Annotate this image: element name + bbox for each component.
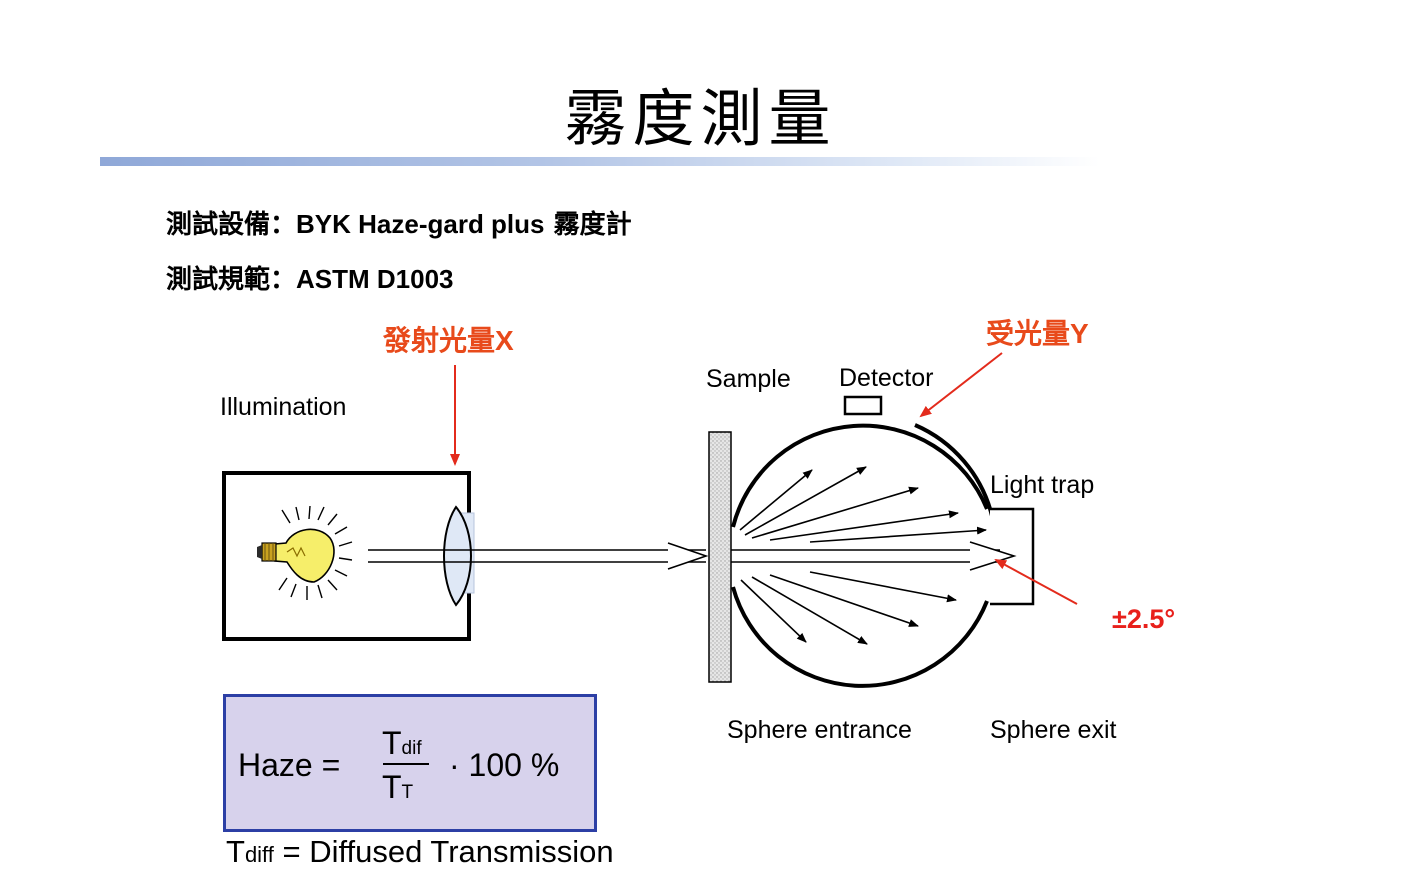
haze-formula-box: Haze = Tdif TT · 100 %: [223, 694, 597, 832]
sample-label: Sample: [706, 365, 791, 393]
tdiff-sub: diff: [244, 842, 274, 867]
sphere-exit-label: Sphere exit: [990, 716, 1117, 744]
detector-port: [843, 395, 883, 416]
angle-label: ±2.5°: [1112, 604, 1176, 634]
formula-denominator: TT: [382, 769, 413, 806]
angle-arrow: [994, 559, 1078, 605]
emitted-light-label: 發射光量X: [383, 319, 514, 359]
formula-rhs: · 100 %: [449, 747, 560, 783]
equipment-suffix: 霧度計: [544, 210, 632, 240]
tdiff-symbol: T: [226, 834, 245, 869]
illumination-label: Illumination: [220, 393, 347, 421]
equipment-label: 測試設備：: [166, 210, 297, 240]
light-bulb-icon: [257, 505, 353, 600]
emitted-light-zh: 發射光量: [383, 324, 496, 357]
received-light-zh: 受光量: [986, 317, 1071, 350]
equipment-value: BYK Haze-gard plus: [296, 209, 545, 239]
received-light-arrow: [919, 352, 1003, 418]
formula-lhs: Haze =: [238, 747, 341, 783]
formula-denominator-sub: T: [401, 782, 414, 803]
transmitted-beam: [731, 541, 1017, 571]
received-light-label: 受光量Y: [986, 312, 1089, 352]
scattered-rays: [739, 466, 987, 645]
page-title: 霧度測量: [564, 82, 837, 155]
tdiff-text: = Diffused Transmission: [273, 834, 614, 869]
incident-beam: [368, 542, 709, 570]
formula-numerator-sub: dif: [401, 738, 422, 759]
detector-label: Detector: [839, 364, 934, 392]
integrating-sphere: [731, 423, 994, 688]
formula-denominator-symbol: T: [382, 769, 402, 805]
standard-value: ASTM D1003: [296, 264, 454, 294]
sample-plate: [708, 431, 732, 683]
received-light-var: Y: [1070, 318, 1089, 349]
emitted-light-var: X: [495, 325, 514, 356]
standard-line: 測試規範：ASTM D1003: [166, 259, 454, 296]
light-trap-label: Light trap: [990, 471, 1095, 499]
sphere-entrance-label: Sphere entrance: [727, 716, 912, 744]
equipment-line: 測試設備：BYK Haze-gard plus 霧度計: [166, 204, 632, 241]
lens-icon: [443, 505, 472, 607]
title-underline: [100, 157, 1100, 166]
standard-label: 測試規範：: [166, 265, 297, 295]
formula-numerator: Tdif: [382, 725, 422, 762]
fraction-bar: [383, 763, 429, 765]
formula-numerator-symbol: T: [382, 725, 402, 761]
tdiff-definition: Tdiff = Diffused Transmission: [226, 834, 614, 870]
